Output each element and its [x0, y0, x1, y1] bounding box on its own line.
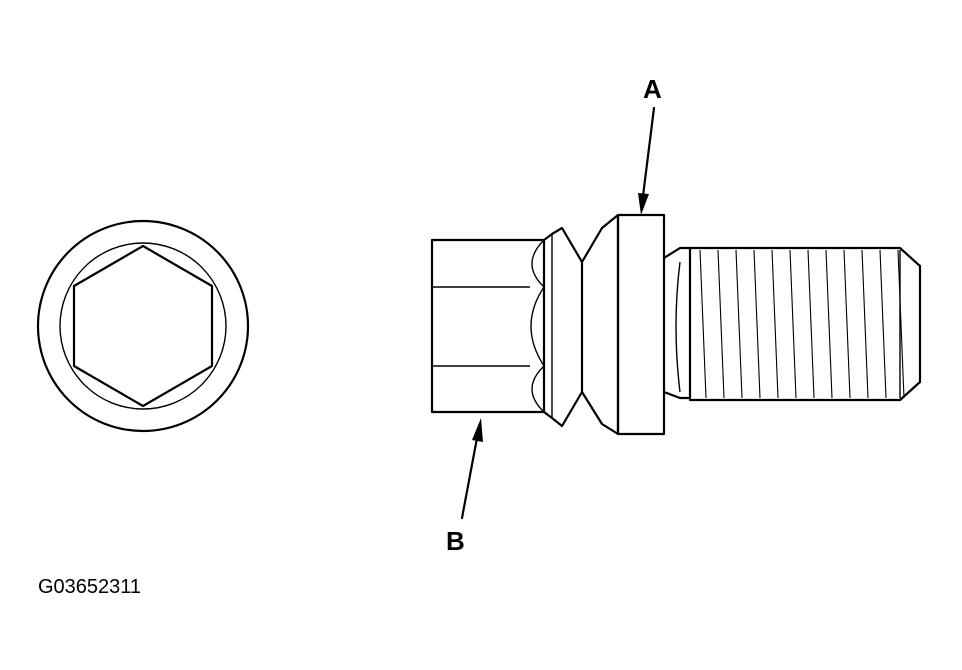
callout-a-label: A	[643, 74, 662, 104]
bolt-flange	[616, 213, 666, 436]
callout-a: A	[638, 74, 662, 215]
bolt-side-view	[430, 213, 922, 436]
callout-b-leader	[460, 436, 479, 520]
hex-socket	[72, 244, 214, 408]
collar-cone-back	[580, 213, 620, 436]
bolt-neck	[662, 246, 692, 400]
threaded-shank	[688, 246, 922, 402]
callout-b-arrowhead	[472, 418, 483, 442]
end-view-inner-ring	[59, 242, 227, 410]
head-scallops	[530, 239, 545, 413]
thread-lines	[699, 249, 905, 399]
callout-b-label: B	[446, 526, 465, 556]
figure-id: G03652311	[38, 576, 141, 598]
callout-b: B	[446, 418, 483, 556]
end-view-outer-ring	[36, 219, 250, 433]
neck-groove	[675, 261, 681, 393]
bolt-end-view	[36, 219, 250, 433]
callout-a-leader	[641, 106, 656, 198]
bolt-head	[430, 238, 546, 414]
callout-a-arrowhead	[638, 193, 649, 215]
collar-cone	[542, 226, 584, 428]
